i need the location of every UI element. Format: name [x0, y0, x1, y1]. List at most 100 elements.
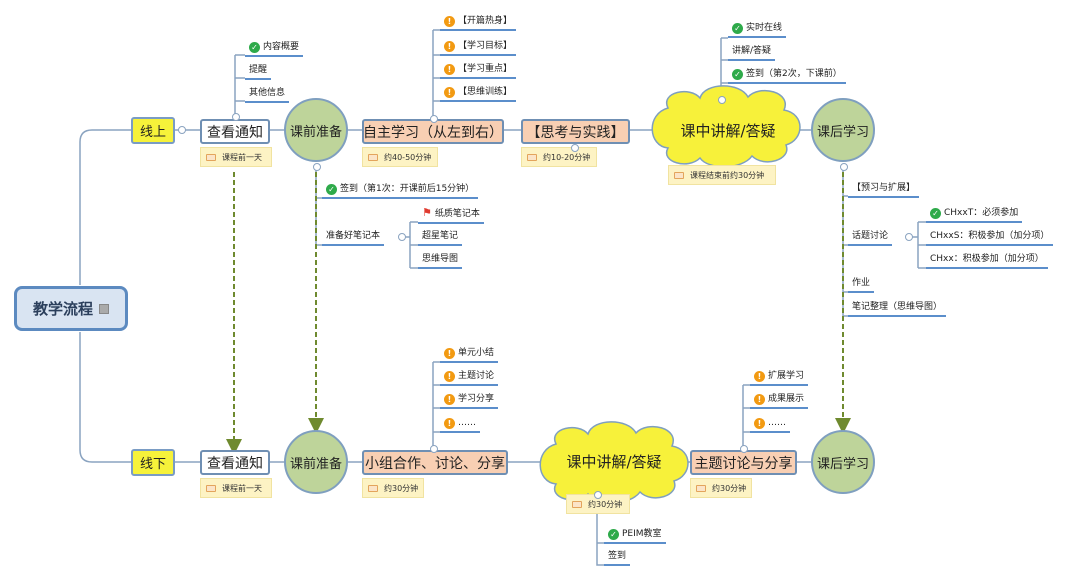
leaf-group-summary[interactable]: !单元小结	[440, 347, 499, 363]
leaf-lecture-realtime[interactable]: ✓实时在线	[728, 22, 787, 38]
note-text: 课程前一天	[222, 152, 262, 162]
leaf-lecture-signin[interactable]: ✓签到（第2次，下课前）	[728, 68, 846, 84]
online-practice[interactable]: 【思考与实践】	[521, 119, 630, 144]
expand-toggle[interactable]	[571, 144, 579, 152]
expand-toggle[interactable]	[398, 233, 406, 241]
online-lecture-label[interactable]: 课中讲解/答疑	[680, 122, 776, 140]
offline-check-notice[interactable]: 查看通知	[200, 450, 270, 475]
leaf-topic-chxxs[interactable]: CHxxS：积极参加（加分项）	[926, 230, 1054, 246]
root-topic[interactable]: 教学流程	[14, 286, 128, 331]
expand-toggle[interactable]	[718, 96, 726, 104]
leaf-text: CHxxS：积极参加（加分项）	[930, 231, 1050, 241]
leaf-text: 实时在线	[746, 23, 783, 33]
leaf-notice-reminder[interactable]: 提醒	[245, 64, 272, 80]
cloud-online-lecture	[651, 85, 801, 168]
offline-group[interactable]: 小组合作、讨论、分享	[362, 450, 508, 475]
leaf-after-topic[interactable]: 话题讨论	[848, 230, 893, 246]
offline-topic-share[interactable]: 主题讨论与分享	[690, 450, 797, 475]
offline-topic-share-note: 约30分钟	[690, 478, 752, 498]
expand-toggle[interactable]	[594, 491, 602, 499]
leaf-notebook-chaoxing[interactable]: 超星笔记	[418, 230, 463, 246]
leaf-offline-classroom[interactable]: ✓PEIM教室	[604, 528, 666, 544]
leaf-text: 成果展示	[768, 394, 805, 404]
offline-prep-label: 课前准备	[289, 456, 342, 472]
online-check-notice-note: 课程前一天	[200, 147, 272, 167]
leaf-group-topic[interactable]: !主题讨论	[440, 370, 499, 386]
note-text: 约40-50分钟	[384, 152, 432, 162]
check-icon: ✓	[326, 184, 337, 195]
leaf-selfstudy-warmup[interactable]: !【开篇热身】	[440, 15, 517, 31]
expand-toggle[interactable]	[840, 163, 848, 171]
expand-toggle[interactable]	[430, 115, 438, 123]
leaf-group-more[interactable]: !……	[440, 417, 480, 433]
leaf-text: 单元小结	[458, 348, 495, 358]
leaf-text: 【思维训练】	[458, 87, 513, 97]
note-text: 约30分钟	[384, 483, 419, 493]
note-icon	[206, 153, 216, 161]
leaf-selfstudy-thinking[interactable]: !【思维训练】	[440, 86, 517, 102]
branch-online-label: 线上	[139, 125, 166, 140]
branch-online[interactable]: 线上	[131, 117, 175, 144]
expand-toggle[interactable]	[178, 126, 186, 134]
expand-toggle[interactable]	[430, 445, 438, 453]
check-icon: ✓	[608, 529, 619, 540]
online-after-circle[interactable]: 课后学习	[811, 98, 875, 162]
leaf-text: 话题讨论	[852, 231, 889, 241]
leaf-after-homework[interactable]: 作业	[848, 277, 875, 293]
note-text: 约30分钟	[588, 499, 623, 509]
offline-prep-circle[interactable]: 课前准备	[284, 430, 348, 494]
online-prep-circle[interactable]: 课前准备	[284, 98, 348, 162]
leaf-text: 主题讨论	[458, 371, 495, 381]
expand-toggle[interactable]	[905, 233, 913, 241]
connector-root-online	[79, 129, 132, 285]
leaf-notebook-paper[interactable]: ⚑纸质笔记本	[418, 207, 484, 224]
warning-icon: !	[754, 394, 765, 405]
leaf-topicshare-more[interactable]: !……	[750, 417, 790, 433]
offline-group-label: 小组合作、讨论、分享	[365, 455, 505, 472]
branch-offline[interactable]: 线下	[131, 449, 175, 476]
leaf-text: 思维导图	[422, 254, 459, 264]
online-self-study-label: 自主学习（从左到右）	[363, 124, 503, 141]
online-practice-note: 约10-20分钟	[521, 147, 597, 167]
leaf-after-preview[interactable]: 【预习与扩展】	[848, 182, 920, 198]
leaf-notice-other[interactable]: 其他信息	[245, 87, 290, 103]
online-lecture-note: 课程结束前约30分钟	[668, 165, 776, 185]
leaf-text: 签到（第2次，下课前）	[746, 69, 842, 79]
offline-lecture-label[interactable]: 课中讲解/答疑	[566, 453, 662, 471]
note-icon	[368, 484, 378, 492]
leaf-selfstudy-goals[interactable]: !【学习目标】	[440, 40, 517, 56]
leaf-group-share[interactable]: !学习分享	[440, 393, 499, 409]
leaf-text: PEIM教室	[622, 529, 662, 539]
leaf-text: 准备好笔记本	[326, 231, 381, 241]
leaf-topicshare-extend[interactable]: !扩展学习	[750, 370, 809, 386]
expand-toggle[interactable]	[232, 113, 240, 121]
leaf-prep-notebook[interactable]: 准备好笔记本	[322, 230, 385, 246]
leaf-offline-signin[interactable]: 签到	[604, 550, 631, 566]
expand-toggle[interactable]	[313, 163, 321, 171]
leaf-topicshare-show[interactable]: !成果展示	[750, 393, 809, 409]
online-check-notice[interactable]: 查看通知	[200, 119, 270, 144]
warning-icon: !	[754, 371, 765, 382]
leaf-text: 内容概要	[263, 42, 300, 52]
leaf-after-notes[interactable]: 笔记整理（思维导图）	[848, 301, 947, 317]
leaf-text: 学习分享	[458, 394, 495, 404]
offline-group-note: 约30分钟	[362, 478, 424, 498]
offline-after-circle[interactable]: 课后学习	[811, 430, 875, 494]
leaf-topic-chxxt[interactable]: ✓CHxxT：必须参加	[926, 207, 1023, 223]
warning-icon: !	[444, 348, 455, 359]
leaf-text: 超星笔记	[422, 231, 459, 241]
leaf-selfstudy-focus[interactable]: !【学习重点】	[440, 63, 517, 79]
note-text: 课程前一天	[222, 483, 262, 493]
leaf-topic-chxx[interactable]: CHxx：积极参加（加分项）	[926, 253, 1048, 269]
expand-toggle[interactable]	[740, 445, 748, 453]
leaf-notebook-mindmap[interactable]: 思维导图	[418, 253, 463, 269]
online-self-study-note: 约40-50分钟	[362, 147, 438, 167]
note-icon	[527, 153, 537, 161]
leaf-lecture-explain[interactable]: 讲解/答疑	[728, 45, 776, 61]
leaf-text: 【预习与扩展】	[852, 183, 916, 193]
warning-icon: !	[444, 418, 455, 429]
root-label: 教学流程	[32, 300, 93, 318]
leaf-text: ……	[768, 418, 786, 428]
leaf-notice-summary[interactable]: ✓内容概要	[245, 41, 304, 57]
leaf-prep-signin[interactable]: ✓签到（第1次：开课前后15分钟）	[322, 183, 479, 199]
